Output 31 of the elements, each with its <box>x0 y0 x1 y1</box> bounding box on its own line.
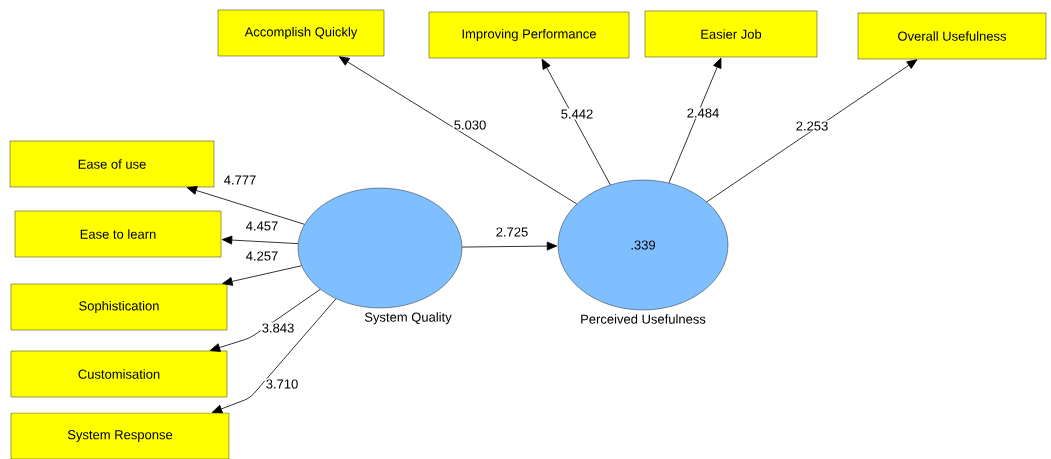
construct-label: System Quality <box>364 312 452 325</box>
indicator-box: Accomplish Quickly <box>217 9 385 57</box>
path-coefficient: 2.725 <box>494 226 530 238</box>
arrow <box>541 58 611 186</box>
arrow <box>186 186 305 225</box>
arrow <box>338 56 578 205</box>
indicator-box: Sophistication <box>10 283 228 331</box>
arrow <box>209 288 321 352</box>
indicator-box: Easier Job <box>644 10 818 58</box>
indicator-box: Improving Performance <box>428 11 630 59</box>
path-coefficient: 3.710 <box>264 378 300 390</box>
path-coefficient: 5.442 <box>559 108 595 120</box>
arrow <box>222 265 302 286</box>
arrow <box>461 241 558 251</box>
arrow <box>668 57 722 184</box>
indicator-box: System Response <box>10 412 230 459</box>
path-coefficient: 5.030 <box>452 119 488 131</box>
indicator-box: Customisation <box>10 350 228 398</box>
path-coefficient: 4.457 <box>244 220 280 232</box>
path-coefficient: 4.777 <box>222 174 258 186</box>
construct-label: Perceived Usefulness <box>581 314 706 324</box>
path-coefficient: 3.843 <box>260 322 296 334</box>
indicator-box: Overall Usefulness <box>857 12 1047 60</box>
arrow <box>211 298 337 414</box>
arrow <box>706 59 918 203</box>
arrow <box>221 235 299 245</box>
indicator-box: Ease of use <box>9 140 215 188</box>
path-coefficient: 2.484 <box>685 107 721 119</box>
indicator-box: Ease to learn <box>14 210 222 258</box>
path-coefficient: 4.257 <box>244 250 280 262</box>
path-coefficient: 2.253 <box>794 120 830 132</box>
